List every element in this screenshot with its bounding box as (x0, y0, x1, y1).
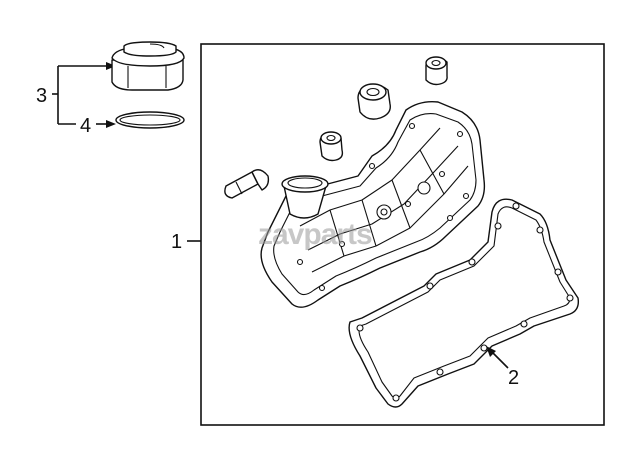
grommet-small (319, 131, 344, 162)
watermark: zavparts (258, 218, 372, 251)
callout-4-leader (96, 120, 116, 128)
callout-1: 1 (171, 231, 182, 253)
callout-2: 2 (508, 367, 519, 389)
valve-cover (260, 100, 486, 308)
grommet-large (357, 83, 391, 120)
callout-3: 3 (36, 85, 47, 107)
valve-cover-gasket (348, 198, 580, 408)
callout-4: 4 (80, 115, 91, 137)
oil-filler-cap (111, 41, 185, 91)
cap-seal-ring (115, 111, 185, 129)
assembly-frame (200, 43, 605, 426)
pcv-valve (224, 169, 270, 199)
callout-2-leader (486, 346, 509, 369)
grommet-top-right (425, 56, 448, 86)
callout-3-bracket (52, 62, 116, 125)
